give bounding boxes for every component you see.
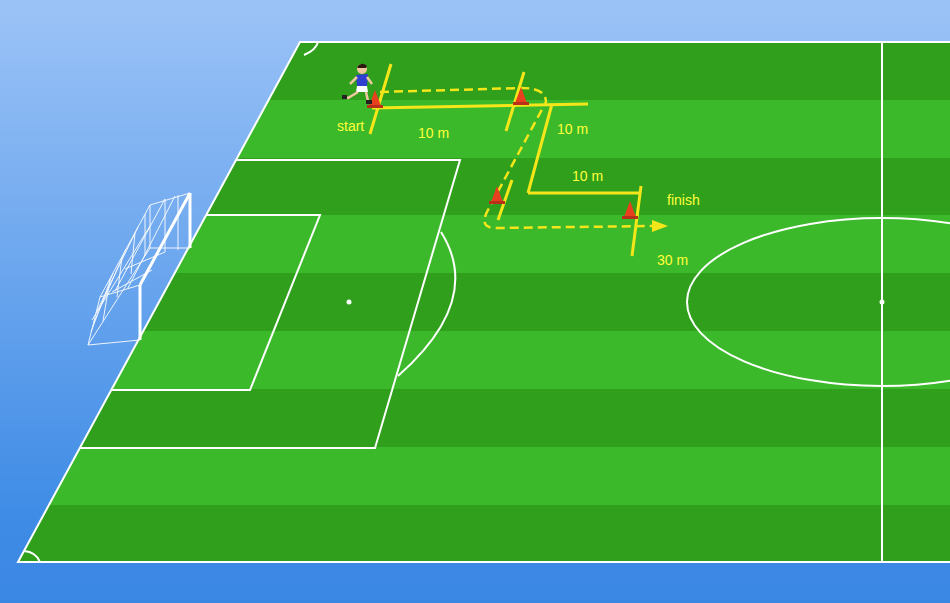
center-spot	[880, 300, 885, 305]
run-path	[380, 88, 652, 228]
goal	[88, 193, 190, 345]
distance-label: start	[337, 118, 364, 134]
distance-label: 10 m	[418, 125, 449, 141]
player	[342, 64, 372, 104]
penalty-spot	[347, 300, 352, 305]
distance-label: 10 m	[572, 168, 603, 184]
cones	[367, 87, 638, 219]
arrow-head	[652, 220, 668, 232]
pitch-markings	[18, 42, 950, 562]
distance-label: 30 m	[657, 252, 688, 268]
distance-label: 10 m	[557, 121, 588, 137]
distance-label: finish	[667, 192, 700, 208]
pitch-stripes	[0, 42, 950, 562]
